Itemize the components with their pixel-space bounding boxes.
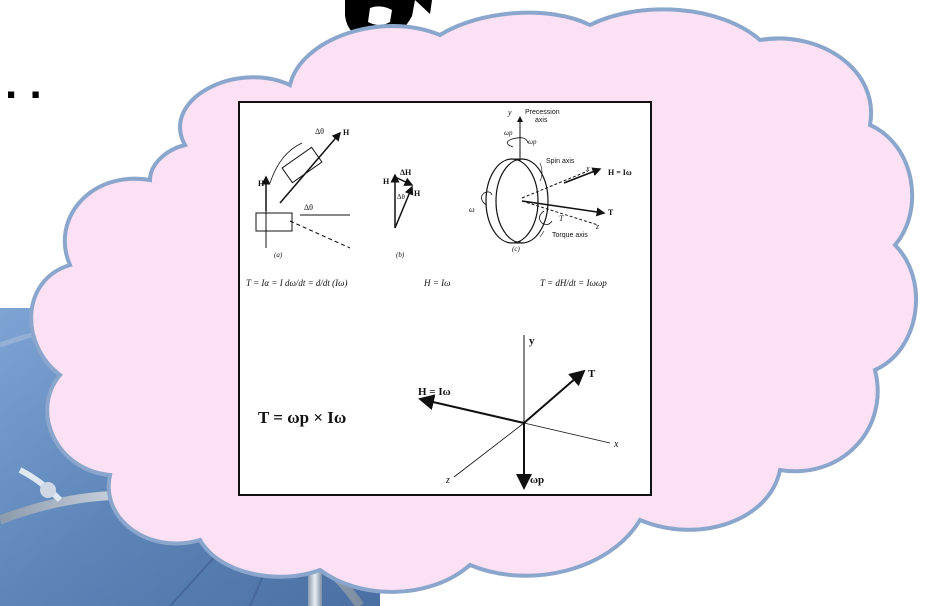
fig-a-tilted-axis — [279, 131, 341, 204]
equations-row: T = Iα = I dω/dt = d/dt (Iω) H = Iω T = … — [246, 278, 607, 288]
axes-z-label: z — [445, 475, 450, 486]
equation-precession: T = dH/dt = Iωωp — [540, 278, 607, 288]
axes-x-label: x — [613, 439, 619, 450]
fig-a-arc — [269, 142, 303, 184]
fig-c-z-label: z — [595, 222, 600, 231]
fig-b-h-right — [394, 185, 414, 229]
figure-a: Δθ H H Δθ (a) — [255, 127, 351, 259]
fig-c-h-eq: H = Iω — [608, 168, 632, 177]
figure-c: y Precession axis ωp ωp Spin axis x H = … — [469, 108, 632, 253]
axes-h-label: H = Iω — [418, 386, 451, 398]
fig-a-rotor-bottom — [255, 212, 293, 232]
fig-a-dashed-line — [289, 220, 351, 249]
fig-c-y-label: y — [507, 108, 512, 117]
fig-b-delta-theta: Δθ — [397, 193, 406, 201]
fig-c-t-label: T — [559, 214, 564, 223]
axes-3d: y T H = Iω x z ωp — [418, 335, 619, 490]
fig-c-caption: (c) — [512, 245, 520, 253]
fig-c-torque-arrow — [539, 210, 553, 225]
axes-t-vector — [523, 369, 586, 424]
fig-c-omega-label: ω — [469, 205, 475, 214]
axes-z-axis — [453, 422, 525, 478]
axes-h-vector — [418, 394, 525, 424]
fig-a-caption: (a) — [274, 251, 283, 259]
axes-t-label: T — [588, 368, 596, 380]
fig-c-omega-p-left: ωp — [504, 129, 513, 137]
fig-c-precession-label-2: axis — [535, 117, 548, 124]
axes-omega-p-label: ωp — [530, 474, 544, 486]
fig-a-h-top: H — [343, 128, 350, 137]
fig-c-x-label: x — [585, 164, 590, 173]
axes-y-label: y — [529, 335, 535, 347]
fig-c-t-vector — [521, 200, 606, 217]
fig-a-h-side: H — [258, 179, 265, 188]
fig-c-torque-axis-label: Torque axis — [552, 232, 588, 239]
fig-b-caption: (b) — [396, 251, 405, 259]
vector-equation: T = ωp × Iω — [258, 408, 346, 427]
equation-momentum: H = Iω — [423, 278, 450, 288]
figure-b: ΔH H H Δθ (b) — [383, 168, 421, 259]
fig-c-spin-arrow — [481, 191, 493, 206]
fig-b-h-left-label: H — [383, 177, 390, 186]
fig-c-omega-p-right: ωp — [528, 138, 537, 146]
fig-b-delta-h — [394, 176, 414, 186]
axes-x-axis — [523, 422, 611, 444]
fig-a-delta-theta-top: Δθ — [315, 127, 324, 136]
fig-a-delta-theta-low: Δθ — [304, 203, 313, 212]
fig-c-torque-axis — [521, 200, 599, 226]
fig-c-h-vector — [563, 167, 602, 184]
fig-b-h-right-label: H — [414, 189, 421, 198]
ellipsis-text: . . — [5, 59, 42, 108]
diagram-figure: Δθ H H Δθ (a) ΔH H H Δθ (b) — [246, 108, 632, 490]
fig-c-t-arrow-label: T — [608, 208, 614, 217]
fig-c-spin-axis — [521, 170, 589, 199]
fig-b-delta-h-label: ΔH — [400, 168, 412, 177]
fig-c-disk — [485, 158, 539, 244]
fig-c-spin-axis-label: Spin axis — [546, 158, 575, 165]
fig-c-precession-label-1: Precession — [525, 109, 560, 116]
fig-c-precession-arrow — [506, 137, 529, 148]
equation-torque-rate: T = Iα = I dω/dt = d/dt (Iω) — [246, 278, 347, 288]
gyroscope-diagram-panel: Δθ H H Δθ (a) ΔH H H Δθ (b) — [238, 101, 652, 496]
